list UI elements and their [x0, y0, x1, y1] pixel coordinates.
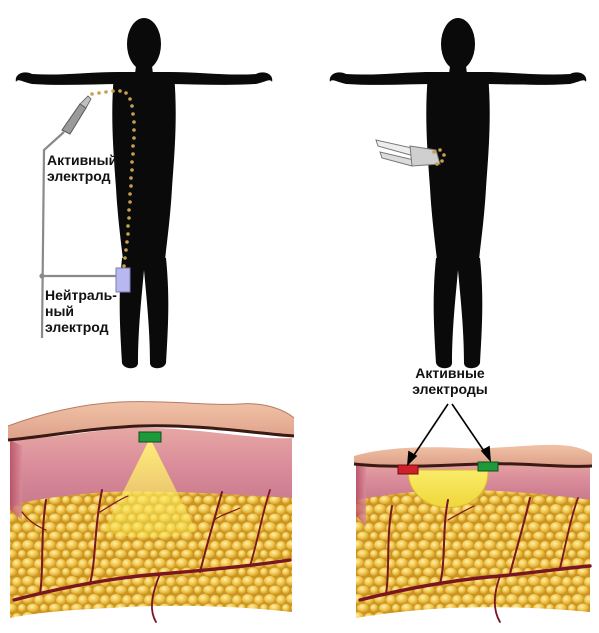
- monopolar-tissue-block: [8, 402, 294, 622]
- neutral-electrode-pad: [116, 268, 130, 292]
- active-electrode-red: [398, 465, 418, 474]
- neutral-electrode-label: Нейтраль- ный электрод: [45, 287, 117, 335]
- active-electrodes-label: Активные электроды: [398, 365, 502, 397]
- bipolar-tissue-block: [354, 445, 592, 622]
- active-electrode-probe: [62, 96, 91, 134]
- active-electrode-label: Активный электрод: [47, 152, 117, 184]
- bipolar-human-silhouette: [330, 18, 587, 368]
- cable-junction-dot: [39, 273, 44, 278]
- active-electrode-green: [139, 432, 161, 442]
- active-electrode-green-2: [478, 462, 498, 471]
